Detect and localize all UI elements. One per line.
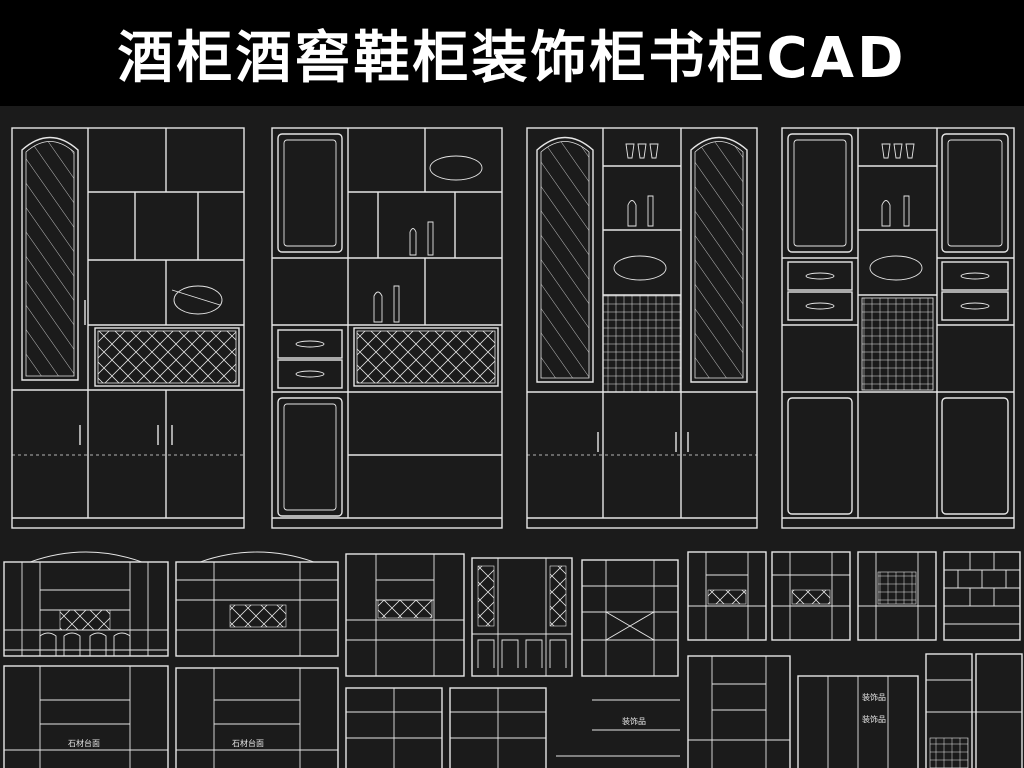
cabinet-elevation-1 <box>11 127 245 529</box>
thumbnail-a1 <box>3 551 169 657</box>
thumbnail-a5 <box>581 559 679 677</box>
thumbnail-a4 <box>471 557 573 677</box>
cabinet-elevation-3 <box>526 127 758 529</box>
thumbnail-a8 <box>857 551 937 641</box>
cad-drawings: 石材台面 石材台面 装饰品 <box>3 127 1023 768</box>
thumbnail-b8 <box>925 653 1023 768</box>
thumbnail-b1: 石材台面 <box>3 665 169 768</box>
thumbnail-b5: 装饰品 <box>556 699 680 757</box>
title-banner: 酒柜酒窖鞋柜装饰柜书柜CAD <box>0 0 1024 106</box>
thumbnail-b3 <box>345 687 443 768</box>
thumbnail-b2: 石材台面 <box>175 667 339 768</box>
label-decor-2: 装饰品 <box>862 692 886 702</box>
label-stone-top-1: 石材台面 <box>68 738 100 748</box>
page-title: 酒柜酒窖鞋柜装饰柜书柜CAD <box>117 25 907 91</box>
thumbnail-a3 <box>345 553 465 677</box>
thumbnail-a2 <box>175 551 339 657</box>
thumbnail-b6 <box>687 655 791 768</box>
thumbnail-row-a <box>3 551 1021 677</box>
label-stone-top-2: 石材台面 <box>232 738 264 748</box>
thumbnail-b7: 装饰品 装饰品 <box>797 675 919 768</box>
cad-drawing-canvas: 石材台面 石材台面 装饰品 <box>0 106 1024 768</box>
thumbnail-a6 <box>687 551 767 641</box>
thumbnail-b4 <box>449 687 547 768</box>
thumbnail-a9 <box>943 551 1021 641</box>
cabinet-elevation-2 <box>271 127 503 529</box>
label-decor-1: 装饰品 <box>622 716 646 726</box>
cabinet-elevation-4 <box>781 127 1015 529</box>
label-decor-3: 装饰品 <box>862 714 886 724</box>
thumbnail-row-b: 石材台面 石材台面 装饰品 <box>3 653 1023 768</box>
thumbnail-a7 <box>771 551 851 641</box>
